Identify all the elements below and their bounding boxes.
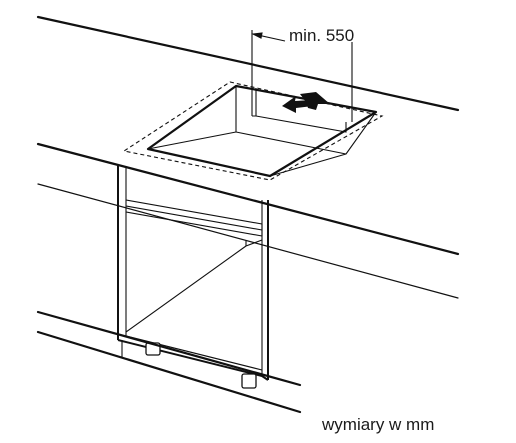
airflow-arrow-up-icon xyxy=(300,92,330,110)
plinth-bottom-edge xyxy=(36,330,302,414)
cutout-corner xyxy=(269,153,347,177)
dimension-arrow-left xyxy=(251,32,263,39)
countertop-front-edge xyxy=(36,142,460,256)
cabinet-bottom xyxy=(117,339,269,381)
units-caption: wymiary w mm xyxy=(321,415,434,434)
dimension-min-550 xyxy=(251,30,353,122)
plinth xyxy=(36,310,302,414)
plinth-top-edge xyxy=(36,310,302,387)
rear-panel xyxy=(251,88,347,133)
countertop xyxy=(36,15,460,299)
countertop-bottom-edge xyxy=(37,183,459,299)
airflow-arrows xyxy=(282,92,330,113)
cutout-side-wall xyxy=(235,111,377,155)
cabinet-back-interior xyxy=(125,239,263,333)
airflow-arrow-icon xyxy=(282,96,313,113)
countertop-back-edge xyxy=(36,15,460,112)
cabinet-foot-right xyxy=(241,373,257,389)
cabinet xyxy=(117,164,269,381)
dimension-label: min. 550 xyxy=(289,26,354,45)
